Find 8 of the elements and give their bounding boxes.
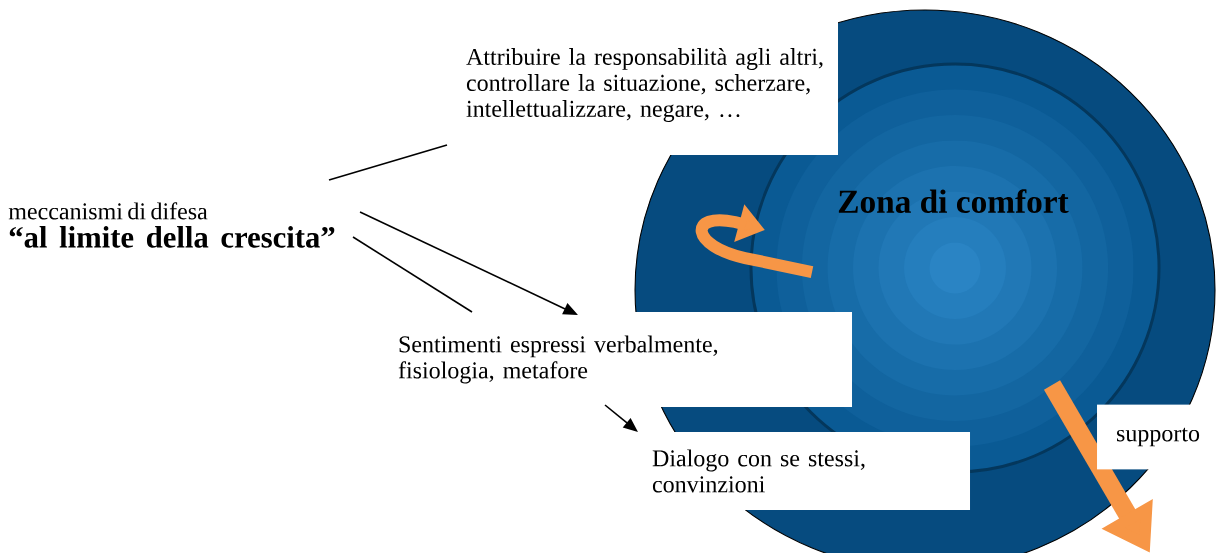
caption-text: meccanismi di difesa “al limite della crescita” — [8, 202, 335, 248]
node-label: Dialogo con se stessi, convinzioni — [652, 449, 865, 493]
connector-line — [352, 236, 473, 313]
connector-line — [328, 144, 448, 181]
edge-label: supporto — [1097, 404, 1219, 470]
text-box: Sentimenti espressi verbalmente, fisiologia, metafore — [385, 312, 852, 407]
text-box: Attribuire la responsabilità agli altri, controllare la situazione, scherzare, intellettualizzare, negare, … — [455, 15, 838, 155]
arrow — [604, 404, 638, 432]
